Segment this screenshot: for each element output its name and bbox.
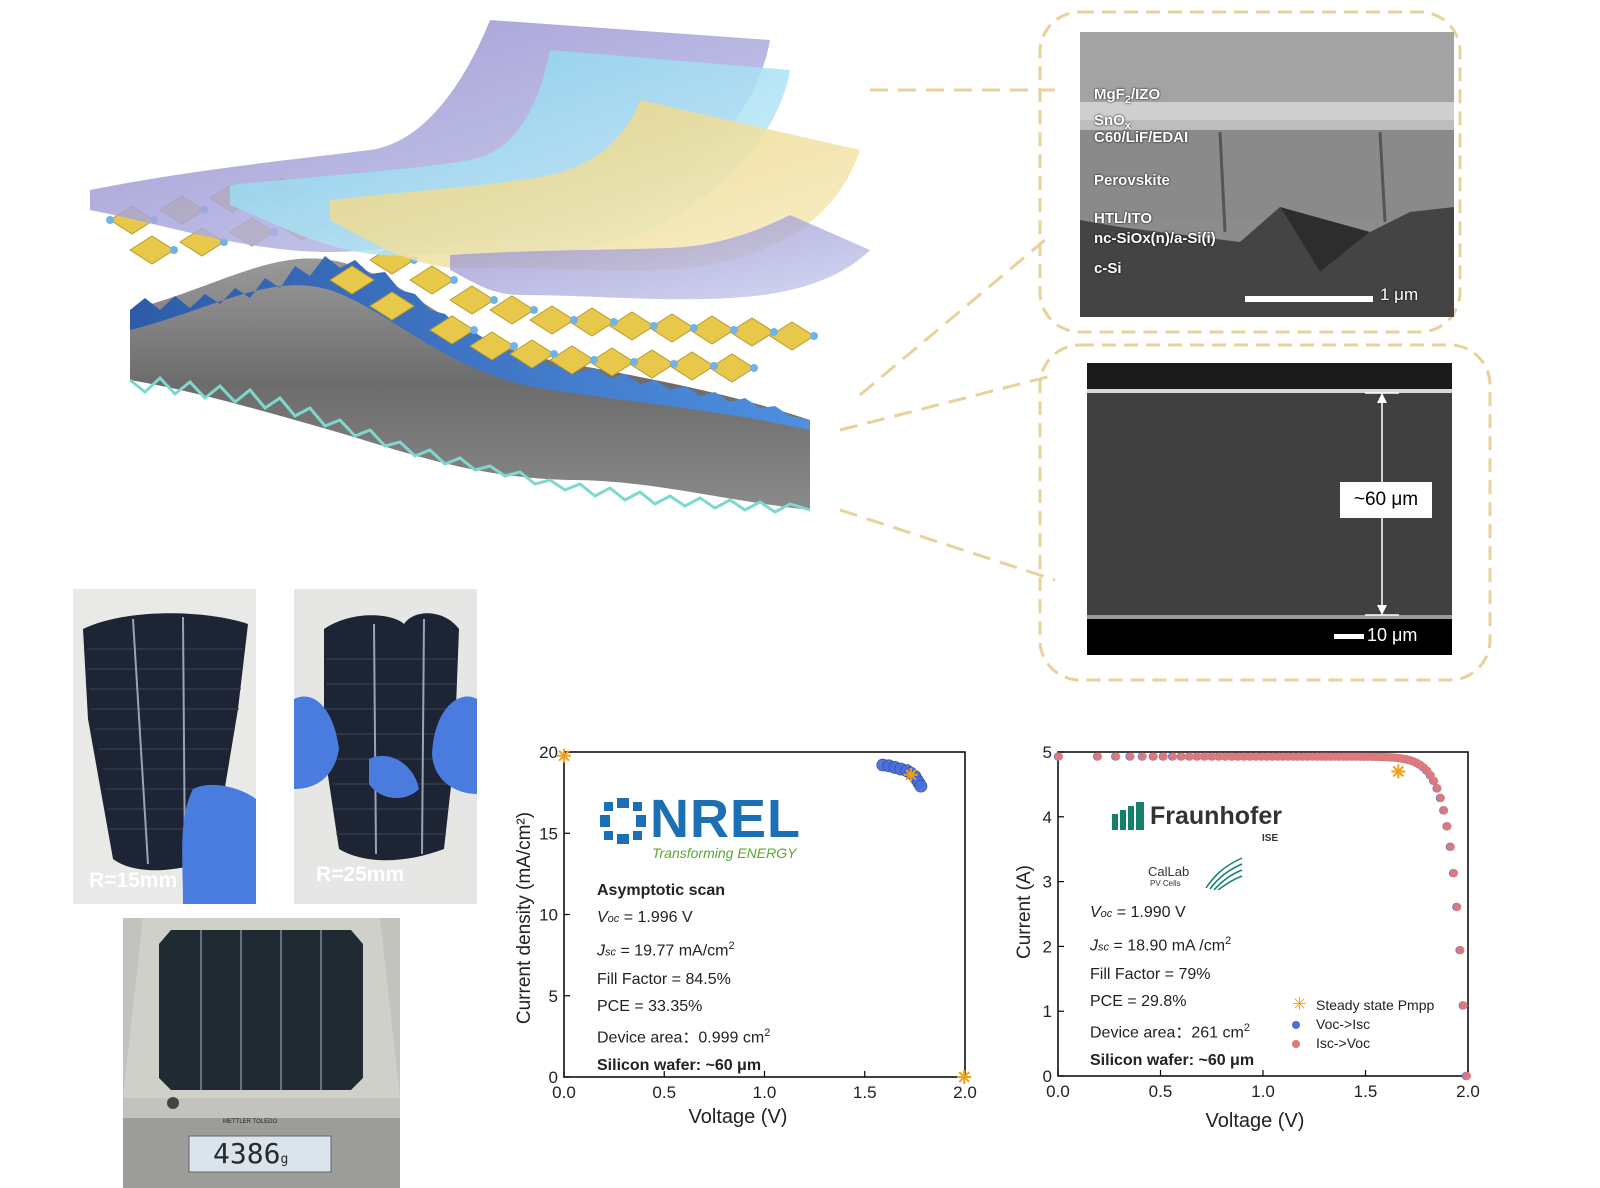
scale-bar-label: 10 μm [1367,625,1418,645]
bent-cell-photo-r25: R=25mm [294,589,477,904]
param-voc: Voc = 1.990 V [1090,904,1186,921]
param-title: Asymptotic scan [597,882,726,899]
sem-layer-label: SnOx [1094,112,1131,132]
bent-cell-photo-r15: R=15mm [73,589,256,904]
cell-on-scale-photo: METTLER TOLEDO 4386g [123,918,400,1188]
red-dot-icon [1292,1034,1316,1053]
param-ff: Fill Factor = 84.5% [597,971,731,989]
blue-dot-icon [1292,1015,1316,1034]
sem-layer-label: MgF2/IZO [1094,86,1161,106]
fraunhofer-parameters: Voc = 1.990 V Jsc = 18.90 mA /cm2 Fill F… [1090,899,1254,1074]
sem-cross-section-wafer: ~60 μm 10 μm [1087,363,1452,655]
scale-display-value: 4386g [213,1137,289,1170]
sem-layer-label: HTL/ITO [1094,210,1153,227]
param-voc: Voc = 1.996 V [597,909,693,926]
sem-cross-section-top: MgF2/IZO SnOx C60/LiF/EDAI Perovskite HT… [1080,32,1454,317]
sem-layer-label: C60/LiF/EDAI [1094,129,1189,146]
param-wafer: Silicon wafer: ~60 μm [597,1056,762,1074]
legend-item: ✳Steady state Pmpp [1292,994,1435,1014]
sem-layer-label: Perovskite [1094,172,1170,189]
param-area: Device area：261 cm2 [1090,1022,1250,1042]
fraunhofer-logo-sub: ISE [1262,833,1279,844]
callab-rays-icon [1205,857,1243,890]
bend-radius-label: R=25mm [316,863,405,886]
param-area: Device area：0.999 cm2 [597,1027,771,1047]
nrel-parameters: Asymptotic scan Voc = 1.996 V Jsc = 19.7… [597,877,770,1079]
scale-brand-text: METTLER TOLEDO [223,1119,278,1125]
param-jsc: Jsc = 18.90 mA /cm2 [1090,935,1232,955]
param-ff: Fill Factor = 79% [1090,966,1211,984]
wafer-thickness-label: ~60 μm [1353,489,1419,510]
fraunhofer-mark-icon [1112,802,1144,830]
callab-text: CalLab [1148,864,1190,879]
sem-layer-label: nc-SiOx(n)/a-Si(i) [1094,230,1216,247]
sem-layer-label: c-Si [1094,260,1122,277]
fraunhofer-logo-text: Fraunhofer [1150,802,1282,830]
scale-bar-label: 1 μm [1380,285,1419,304]
param-pce: PCE = 33.35% [597,998,703,1016]
legend-item: Isc->Voc [1292,1034,1434,1053]
nrel-logo-text: NREL [650,789,801,849]
param-pce: PCE = 29.8% [1090,993,1187,1011]
chart-legend: ✳Steady state Pmpp Voc->Isc Isc->Voc [1292,995,1434,1053]
nrel-tagline: Transforming ENERGY [652,845,797,861]
bend-radius-label: R=15mm [89,869,178,892]
nrel-mark-icon [600,798,646,844]
star-marker-icon: ✳ [1292,994,1308,1014]
param-jsc: Jsc = 19.77 mA/cm2 [597,940,735,960]
callab-sub: PV Cells [1150,879,1181,888]
param-wafer: Silicon wafer: ~60 μm [1090,1051,1255,1069]
device-stack-illustration [90,20,870,514]
callab-logo: CalLab PV Cells [1148,857,1243,890]
legend-item: Voc->Isc [1292,1015,1434,1034]
